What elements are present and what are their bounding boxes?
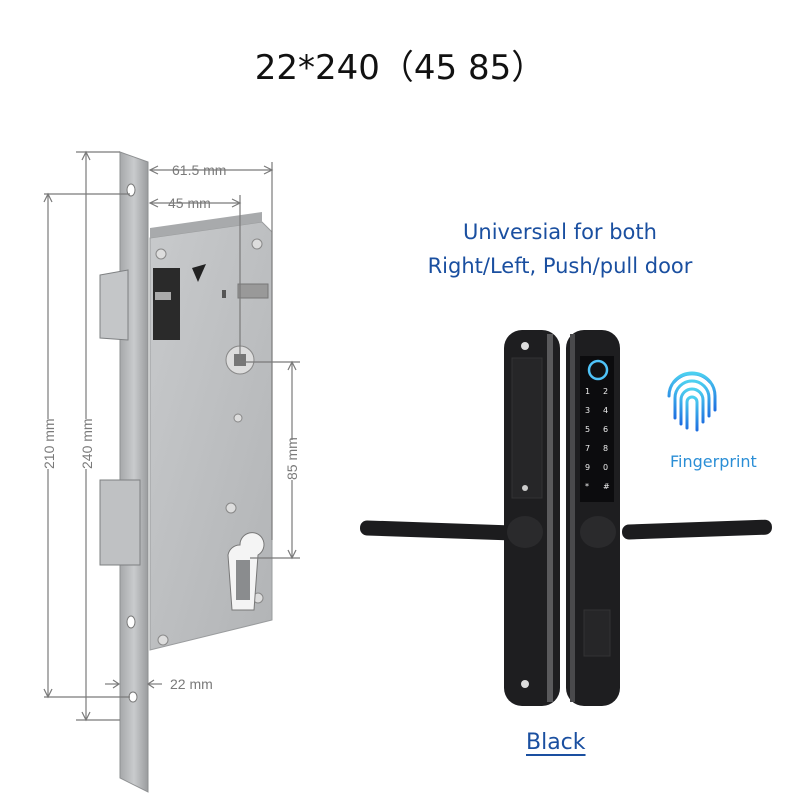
dim-center-distance: 85 mm — [284, 437, 300, 480]
key-0: 0 — [603, 463, 609, 472]
color-label: Black — [526, 730, 586, 755]
dim-height-holes: 210 mm — [41, 418, 57, 469]
dim-width-total: 61.5 mm — [172, 162, 227, 178]
key-9: 9 — [585, 463, 591, 472]
dim-faceplate-width: 22 mm — [170, 676, 213, 692]
key-5: 5 — [585, 425, 591, 434]
key-4: 4 — [603, 406, 609, 415]
key-3: 3 — [585, 406, 591, 415]
smart-lock-image: 1 2 3 4 5 6 7 8 9 0 * # — [340, 320, 800, 720]
key-2: 2 — [603, 387, 609, 396]
fingerprint-label: Fingerprint — [670, 452, 757, 471]
mortise-lock-diagram: 61.5 mm 45 mm 210 mm 240 mm 85 mm 22 mm — [0, 0, 340, 800]
mortise-lock-illustration — [43, 150, 300, 793]
key-1: 1 — [585, 387, 591, 396]
universal-text-line2: Right/Left, Push/pull door — [427, 254, 693, 278]
dim-backset: 45 mm — [168, 195, 211, 211]
key-star: * — [585, 482, 589, 491]
key-7: 7 — [585, 444, 591, 453]
dim-height-total: 240 mm — [79, 418, 95, 469]
page-title: 22*240（45 85） — [254, 48, 546, 88]
key-6: 6 — [603, 425, 609, 434]
universal-text-line1: Universial for both — [463, 220, 657, 244]
fingerprint-icon — [664, 366, 720, 436]
key-8: 8 — [603, 444, 609, 453]
smart-lock-illustration — [360, 330, 772, 706]
key-hash: # — [603, 482, 610, 491]
